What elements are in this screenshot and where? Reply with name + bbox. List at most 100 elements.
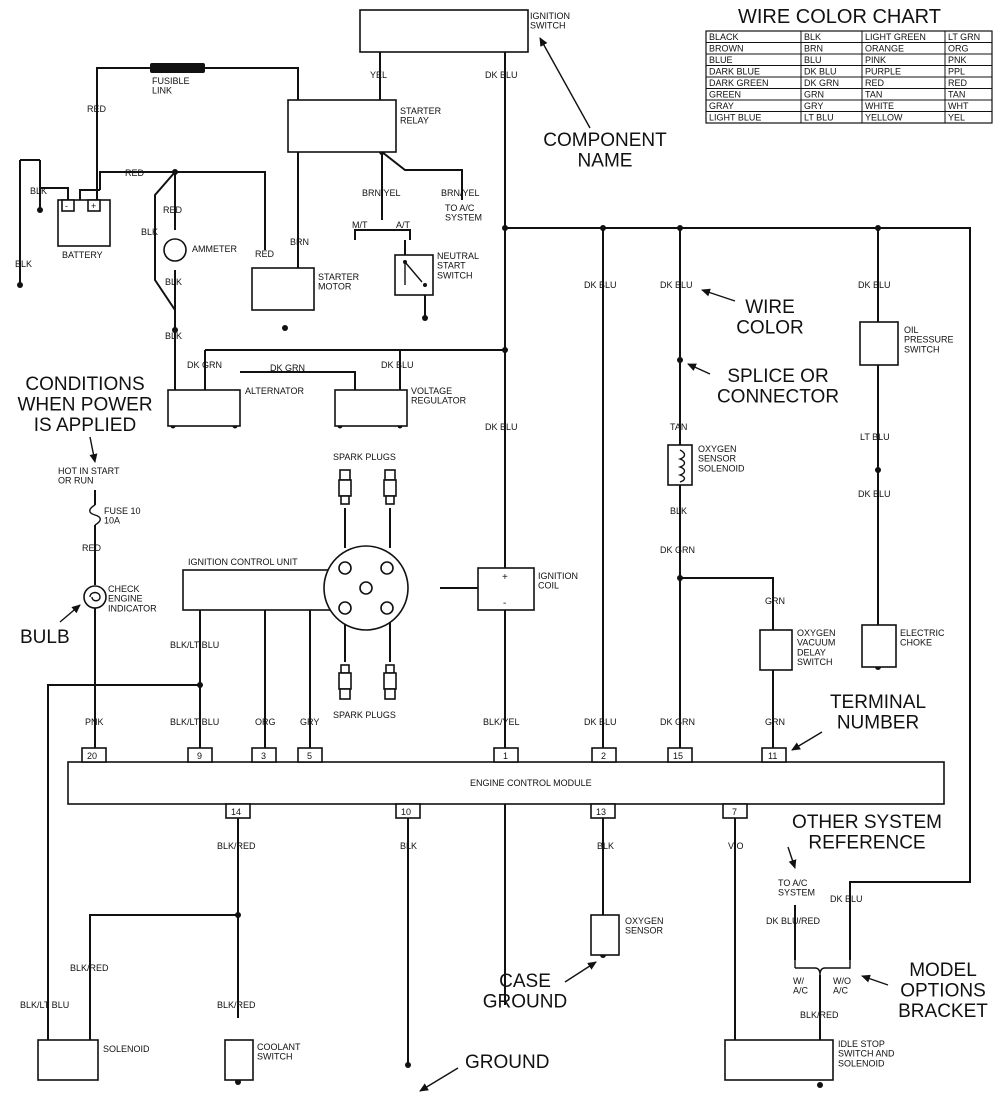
svg-text:SPARK PLUGS: SPARK PLUGS bbox=[333, 710, 396, 720]
chart-cell: WHITE bbox=[865, 101, 894, 111]
svg-text:RED: RED bbox=[163, 205, 183, 215]
svg-text:DK BLU: DK BLU bbox=[660, 280, 693, 290]
svg-text:SOLENOID: SOLENOID bbox=[103, 1044, 150, 1054]
svg-text:DK GRN: DK GRN bbox=[187, 360, 222, 370]
svg-text:GRN: GRN bbox=[765, 717, 785, 727]
svg-text:+: + bbox=[91, 201, 96, 211]
chart-cell: ORG bbox=[948, 44, 969, 54]
chart-cell: PNK bbox=[948, 55, 967, 65]
svg-text:YEL: YEL bbox=[370, 70, 387, 80]
svg-text:DK BLU: DK BLU bbox=[381, 360, 414, 370]
terminal-3: 3 bbox=[251, 747, 277, 763]
svg-text:VIO: VIO bbox=[728, 841, 744, 851]
svg-text:LT BLU: LT BLU bbox=[860, 432, 890, 442]
chart-cell: RED bbox=[865, 78, 885, 88]
chart-cell: DARK GREEN bbox=[709, 78, 769, 88]
ammeter: AMMETER bbox=[163, 238, 238, 262]
terminal-13: 13 bbox=[590, 803, 616, 819]
annotation-bulb: BULB bbox=[20, 604, 81, 648]
svg-text:3: 3 bbox=[261, 751, 266, 761]
distributor bbox=[323, 545, 409, 631]
svg-text:BULB: BULB bbox=[20, 627, 70, 648]
svg-text:DK BLU: DK BLU bbox=[485, 70, 518, 80]
svg-text:M/T: M/T bbox=[352, 220, 368, 230]
chart-cell: GRAY bbox=[709, 101, 734, 111]
svg-text:DK GRN: DK GRN bbox=[660, 717, 695, 727]
battery: - + BATTERY bbox=[57, 199, 111, 260]
svg-text:BLK: BLK bbox=[30, 186, 47, 196]
mt-at-bracket: M/T A/T bbox=[352, 220, 411, 230]
svg-text:2: 2 bbox=[601, 751, 606, 761]
svg-text:7: 7 bbox=[732, 807, 737, 817]
svg-text:BLK/RED: BLK/RED bbox=[217, 841, 256, 851]
svg-text:11: 11 bbox=[768, 751, 777, 761]
terminal-14: 14 bbox=[225, 803, 251, 819]
terminal-10: 10 bbox=[395, 803, 421, 819]
svg-text:BLK: BLK bbox=[165, 277, 182, 287]
terminal-20: 20 bbox=[81, 747, 107, 763]
svg-text:5: 5 bbox=[307, 751, 312, 761]
svg-text:15: 15 bbox=[673, 751, 683, 761]
svg-text:14: 14 bbox=[231, 807, 241, 817]
chart-cell: GRN bbox=[804, 90, 824, 100]
chart-cell: PINK bbox=[865, 55, 886, 65]
terminal-11: 11 bbox=[761, 747, 787, 763]
chart-cell: ORANGE bbox=[865, 44, 904, 54]
terminals-bottom: 14 10 13 7 bbox=[225, 803, 748, 819]
chart-cell: YELLOW bbox=[865, 113, 903, 123]
svg-text:RED: RED bbox=[87, 104, 107, 114]
solenoid: SOLENOID bbox=[37, 1039, 150, 1081]
terminal-1: 1 bbox=[493, 747, 519, 763]
svg-text:DK BLU: DK BLU bbox=[858, 489, 891, 499]
svg-text:DK BLU: DK BLU bbox=[830, 894, 863, 904]
svg-text:BLK: BLK bbox=[670, 506, 687, 516]
svg-text:ENGINE CONTROL MODULE: ENGINE CONTROL MODULE bbox=[470, 778, 592, 788]
svg-text:GRY: GRY bbox=[300, 717, 319, 727]
svg-text:BRN/YEL: BRN/YEL bbox=[362, 188, 401, 198]
chart-cell: PURPLE bbox=[865, 67, 901, 77]
svg-text:RED: RED bbox=[125, 168, 145, 178]
chart-cell: RED bbox=[948, 78, 968, 88]
svg-text:DK BLU: DK BLU bbox=[485, 422, 518, 432]
svg-text:GRN: GRN bbox=[765, 596, 785, 606]
svg-text:W/OA/C: W/OA/C bbox=[833, 976, 851, 996]
svg-text:W/A/C: W/A/C bbox=[793, 976, 809, 996]
svg-text:RED: RED bbox=[255, 249, 275, 259]
svg-text:TAN: TAN bbox=[670, 422, 687, 432]
spark-plugs: SPARK PLUGS SPARK PLUGS bbox=[333, 452, 397, 720]
annotation-ground: GROUND bbox=[419, 1052, 549, 1092]
chart-cell: BRN bbox=[804, 44, 823, 54]
